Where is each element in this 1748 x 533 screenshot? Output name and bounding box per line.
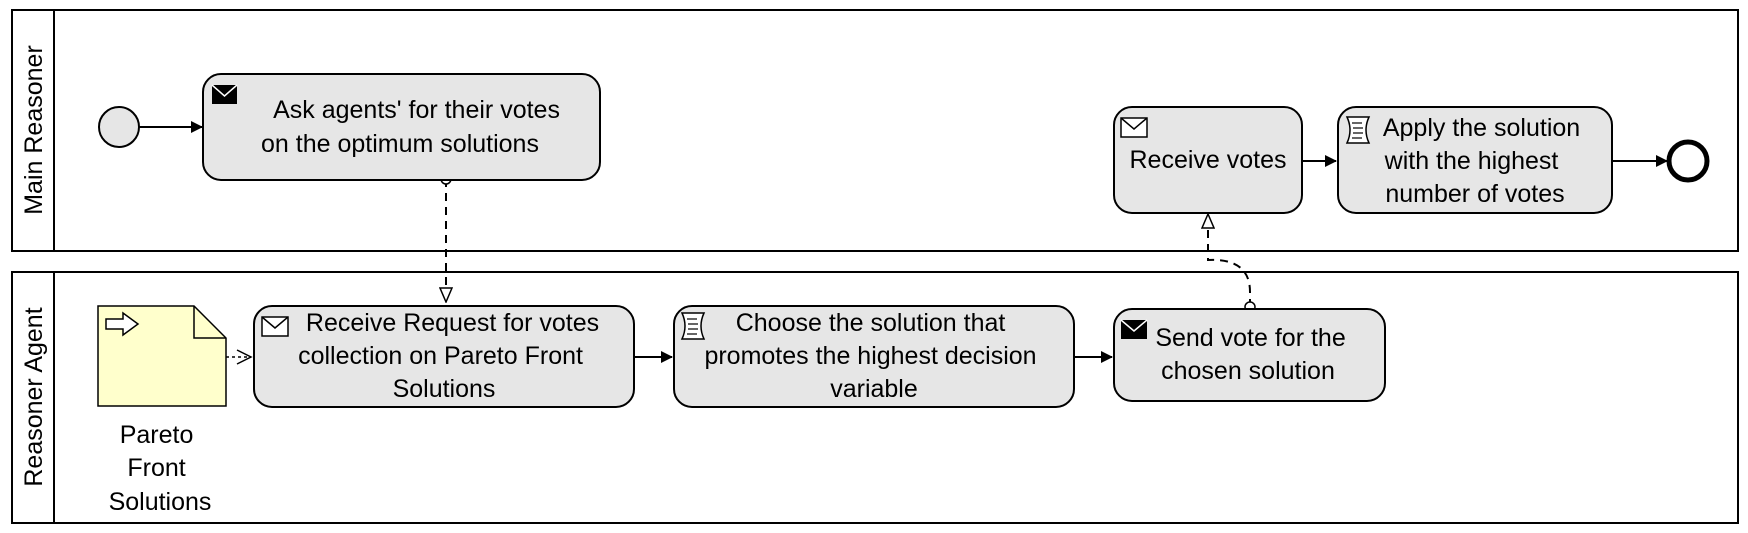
task-apply-solution[interactable]: Apply the solution with the highest numb… xyxy=(1337,106,1613,214)
task-ask-line-2: on the optimum solutions xyxy=(261,130,539,158)
script-icon xyxy=(1345,116,1371,144)
task-send-vote-line-2: chosen solution xyxy=(1161,357,1335,385)
data-object-label-line-2: Front xyxy=(127,454,185,482)
end-event[interactable] xyxy=(1666,139,1710,183)
lane-main-label: Main Reasoner xyxy=(20,45,48,215)
task-send-vote-line-1: Send vote for the xyxy=(1155,324,1345,352)
data-object-pareto-front[interactable]: Pareto Front Solutions xyxy=(97,305,227,516)
receive-message-icon xyxy=(261,316,289,337)
lane-agent-label: Reasoner Agent xyxy=(20,307,48,486)
task-choose-solution[interactable]: Choose the solution that promotes the hi… xyxy=(673,305,1075,408)
task-receive-votes-box[interactable] xyxy=(1113,106,1303,214)
send-message-icon xyxy=(1120,319,1148,339)
script-icon xyxy=(680,312,706,340)
data-object-label-line-3: Solutions xyxy=(109,488,212,516)
task-receive-votes-line-1: Receive votes xyxy=(1129,146,1286,174)
task-receive-request-line-3: Solutions xyxy=(393,375,496,403)
task-choose-box[interactable] xyxy=(673,305,1075,408)
receive-message-icon xyxy=(1120,117,1148,138)
task-ask-box[interactable] xyxy=(202,73,601,181)
task-apply-line-2: with the highest xyxy=(1384,147,1559,175)
task-apply-box[interactable] xyxy=(1337,106,1613,214)
data-object-label: Pareto Front Solutions xyxy=(109,421,212,516)
task-ask-agents-votes[interactable]: Ask agents' for their votes on the optim… xyxy=(202,73,601,181)
task-receive-request-text: Receive Request for votes collection on … xyxy=(298,309,606,403)
task-send-vote[interactable]: Send vote for the chosen solution xyxy=(1113,308,1386,402)
data-object-fold xyxy=(193,306,226,339)
task-choose-text: Choose the solution that promotes the hi… xyxy=(704,309,1043,403)
task-receive-request-line-1: Receive Request for votes xyxy=(306,309,599,337)
task-receive-votes[interactable]: Receive votes xyxy=(1113,106,1303,214)
task-ask-line-1: Ask agents' for their votes xyxy=(273,96,560,124)
task-receive-votes-text: Receive votes xyxy=(1129,146,1286,174)
task-choose-line-2: promotes the highest decision xyxy=(704,342,1036,370)
message-flow-send-to-receive xyxy=(1208,214,1250,307)
send-message-icon xyxy=(211,84,238,104)
task-ask-text: Ask agents' for their votes on the optim… xyxy=(261,96,567,158)
task-send-vote-text: Send vote for the chosen solution xyxy=(1155,324,1352,385)
input-arrow-icon xyxy=(105,311,140,337)
task-apply-line-3: number of votes xyxy=(1385,180,1564,208)
task-send-vote-box[interactable] xyxy=(1113,308,1386,402)
task-apply-text: Apply the solution with the highest numb… xyxy=(1383,114,1587,208)
start-event[interactable] xyxy=(98,106,140,148)
data-object-label-line-1: Pareto xyxy=(120,421,194,449)
task-choose-line-1: Choose the solution that xyxy=(736,309,1006,337)
task-receive-request-box[interactable] xyxy=(253,305,635,408)
task-apply-line-1: Apply the solution xyxy=(1383,114,1580,142)
task-receive-request-line-2: collection on Pareto Front xyxy=(298,342,583,370)
task-receive-request[interactable]: Receive Request for votes collection on … xyxy=(253,305,635,408)
task-choose-line-3: variable xyxy=(830,375,918,403)
